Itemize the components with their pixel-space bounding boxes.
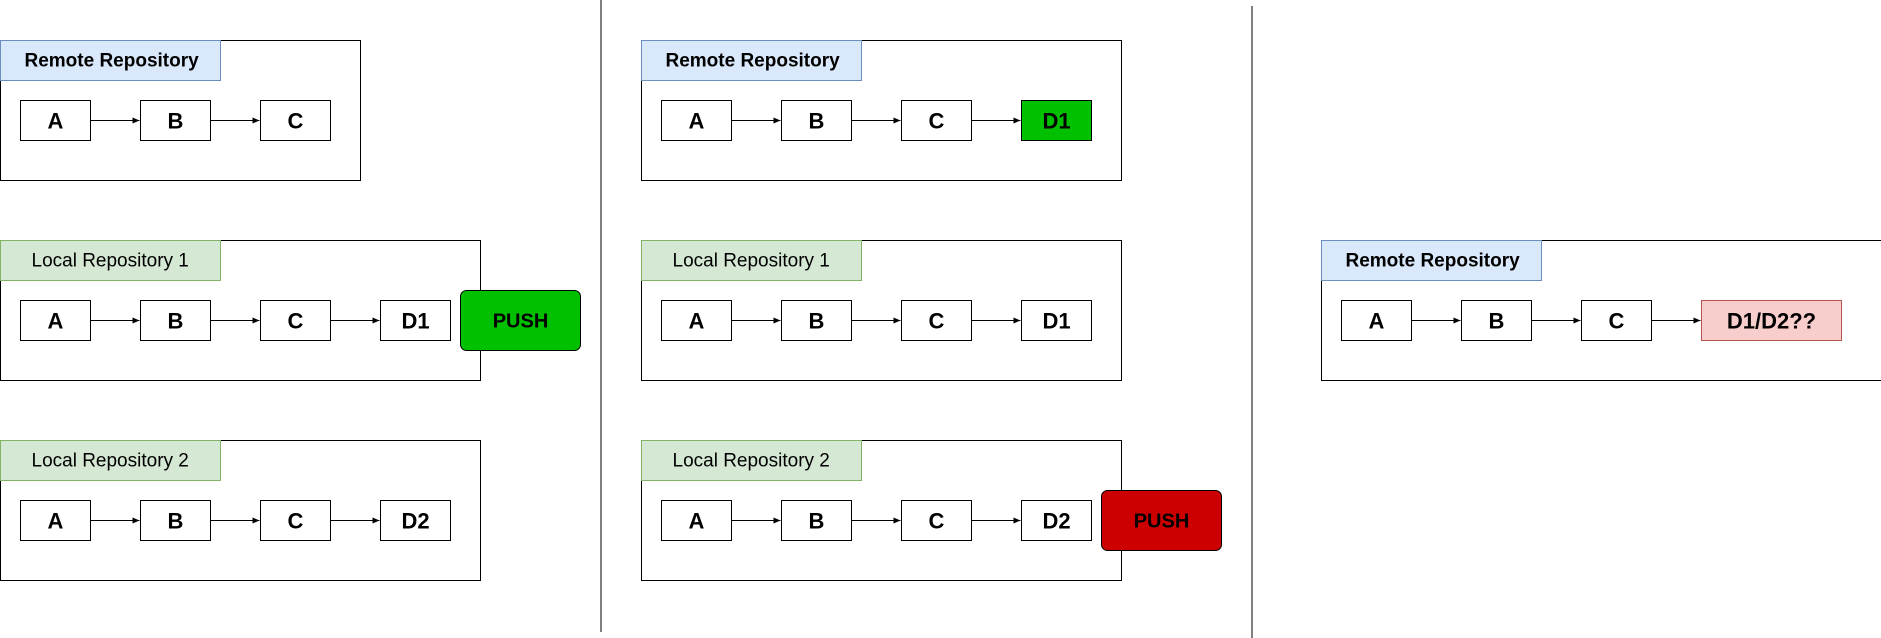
- commit-node: [1341, 300, 1412, 341]
- commit-node: [140, 300, 211, 341]
- commit-label: D1: [1042, 309, 1070, 334]
- push-button-shape: [1101, 490, 1222, 551]
- push-button-label: PUSH: [1134, 511, 1190, 533]
- commit-label: B: [809, 509, 825, 534]
- commit-label: A: [689, 509, 705, 534]
- commit-label: A: [48, 509, 64, 534]
- repository-label: Local Repository 2: [32, 451, 189, 472]
- repository-label: Local Repository 1: [32, 251, 189, 272]
- commit-label: B: [168, 309, 184, 334]
- repository-label: Local Repository 2: [673, 451, 830, 472]
- commit-label: B: [1489, 309, 1505, 334]
- commit-node: [901, 500, 972, 541]
- commit-label: A: [48, 109, 64, 134]
- commit-node: [661, 300, 732, 341]
- repository-label: Remote Repository: [25, 51, 200, 72]
- commit-label: C: [929, 309, 945, 334]
- repository-label: Remote Repository: [1346, 251, 1521, 272]
- commit-label: A: [689, 109, 705, 134]
- commit-label: A: [689, 309, 705, 334]
- commit-node: [781, 500, 852, 541]
- commit-node: [380, 300, 451, 341]
- commit-label: B: [809, 109, 825, 134]
- push-button-shape: [460, 290, 581, 351]
- commit-label: D2: [1042, 509, 1070, 534]
- commit-node: [260, 100, 331, 141]
- commit-node: [781, 300, 852, 341]
- commit-node: [781, 100, 852, 141]
- repository-label-tab: [0, 440, 221, 481]
- commit-node: [1021, 100, 1092, 141]
- commit-node: [1021, 300, 1092, 341]
- push-button-success[interactable]: PUSH: [460, 290, 581, 351]
- push-button-rejected[interactable]: PUSH: [1101, 490, 1222, 551]
- commit-node: [20, 100, 91, 141]
- commit-label: B: [809, 309, 825, 334]
- commit-node: [1021, 500, 1092, 541]
- commit-node: [1461, 300, 1532, 341]
- commit-label: D2: [401, 509, 429, 534]
- commit-label: B: [168, 109, 184, 134]
- commit-label: C: [288, 309, 304, 334]
- repository-label-tab: [641, 440, 862, 481]
- commit-node: [260, 500, 331, 541]
- commit-node: [1581, 300, 1652, 341]
- repository-label-tab: [1321, 240, 1542, 281]
- local-repository: Local Repository 1 A B C D1 PUSH: [0, 240, 581, 381]
- commit-label: D1: [401, 309, 429, 334]
- repository-label-tab: [641, 240, 862, 281]
- commit-label: A: [48, 309, 64, 334]
- commit-node: [661, 100, 732, 141]
- commit-label: A: [1369, 309, 1385, 334]
- commit-label: C: [929, 509, 945, 534]
- commit-label: D1/D2??: [1727, 309, 1816, 334]
- commit-node: [1701, 300, 1842, 341]
- commit-node: [20, 500, 91, 541]
- repository-label: Remote Repository: [666, 51, 841, 72]
- commit-node: [661, 500, 732, 541]
- repository-label: Local Repository 1: [673, 251, 830, 272]
- commit-node: [140, 500, 211, 541]
- commit-node: [260, 300, 331, 341]
- commit-label: C: [288, 109, 304, 134]
- commit-label: C: [1609, 309, 1625, 334]
- repository-label-tab: [641, 40, 862, 81]
- repository-label-tab: [0, 240, 221, 281]
- local-repository: Local Repository 1 A B C D1: [641, 240, 1122, 381]
- local-repository: Local Repository 2 A B C D2: [0, 440, 481, 581]
- commit-node: [380, 500, 451, 541]
- commit-label: C: [929, 109, 945, 134]
- commit-node: [140, 100, 211, 141]
- commit-label: C: [288, 509, 304, 534]
- commit-label: B: [168, 509, 184, 534]
- repository-label-tab: [0, 40, 221, 81]
- local-repository: Local Repository 2 A B C D2 PUSH: [641, 440, 1222, 581]
- commit-label: D1: [1042, 109, 1070, 134]
- push-button-label: PUSH: [493, 311, 549, 333]
